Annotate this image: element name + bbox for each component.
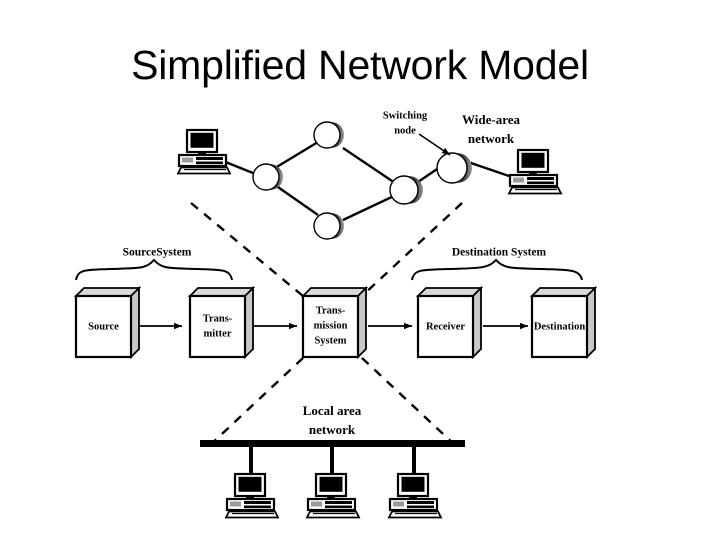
switching-node[interactable]	[389, 175, 423, 205]
switching-node[interactable]	[252, 163, 283, 191]
wan-label-line2: network	[468, 131, 515, 146]
network-diagram: Switching node Wide-area network	[0, 100, 720, 540]
destination-system-brace	[411, 258, 583, 281]
box-source[interactable]: Source	[73, 285, 142, 360]
lan-host[interactable]	[387, 472, 443, 519]
page-title: Simplified Network Model	[131, 42, 589, 88]
destination-system-label: Destination System	[452, 247, 547, 259]
destination-system-group-label: Destination System	[411, 247, 583, 281]
box-transmitter-label-line1: Trans-	[203, 313, 233, 324]
box-transmission-system[interactable]: Trans- mission System	[300, 285, 369, 360]
lan-bus-line	[200, 440, 465, 447]
lan-scope-dashed-lines	[206, 357, 459, 449]
wan-scope-dashed-lines	[190, 202, 463, 297]
lan-host[interactable]	[305, 472, 361, 519]
switching-node-annotation: Switching node	[383, 110, 451, 156]
wan-host-left[interactable]	[176, 128, 232, 175]
box-source-label: Source	[88, 321, 119, 332]
wan-node-group	[252, 121, 472, 240]
box-transmitter-label-line2: mitter	[204, 328, 232, 339]
switching-node-label-line1: Switching	[383, 110, 428, 121]
switching-node[interactable]	[313, 121, 344, 149]
box-transmission-label-line1: Trans-	[316, 305, 346, 316]
lan-label-line1: Local area	[303, 403, 362, 418]
switching-node-pointer-arrow	[418, 133, 451, 156]
lan-label-line2: network	[309, 422, 356, 437]
box-destination[interactable]: Destination	[529, 285, 598, 360]
box-transmitter[interactable]: Trans- mitter	[187, 285, 256, 360]
source-system-brace	[75, 258, 233, 281]
source-system-group-label: SourceSystem	[75, 247, 233, 281]
switching-node[interactable]	[313, 212, 344, 240]
wan-label-line1: Wide-area	[462, 112, 521, 127]
lan-host[interactable]	[224, 472, 280, 519]
box-transmission-label-line2: mission	[314, 320, 348, 331]
switching-node-label-line2: node	[394, 125, 416, 136]
box-destination-label: Destination	[534, 321, 585, 332]
wan-host-right[interactable]	[507, 148, 563, 195]
lan-label: Local area network	[303, 403, 362, 437]
wan-label: Wide-area network	[462, 112, 521, 146]
wan-links	[207, 140, 516, 222]
box-transmission-label-line3: System	[314, 335, 346, 346]
box-receiver[interactable]: Receiver	[415, 285, 484, 360]
diagram-svg: Switching node Wide-area network	[73, 110, 598, 519]
source-system-label: SourceSystem	[123, 247, 192, 259]
lan-bus	[200, 440, 465, 474]
box-receiver-label: Receiver	[426, 321, 465, 332]
switching-node-highlighted[interactable]	[436, 152, 472, 184]
